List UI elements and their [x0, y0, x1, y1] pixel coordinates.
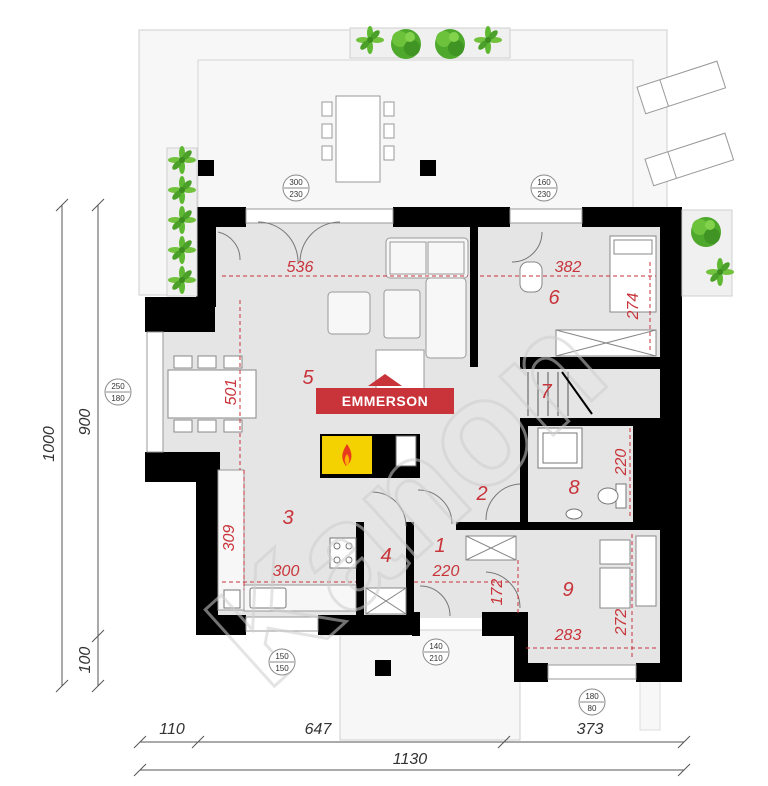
room-number-8: 8 — [568, 477, 579, 499]
room-number-9: 9 — [562, 579, 573, 601]
room-dim-room9-depth: 272 — [613, 609, 630, 637]
opening-tags: 300 230 160 230 250 180 140 210 150 150 — [104, 174, 606, 716]
opening-tag-bottom: 230 — [289, 190, 303, 199]
armchair-icon — [327, 289, 425, 391]
plant-icon — [166, 26, 734, 297]
opening-tag-top: 160 — [537, 178, 551, 187]
room-number-6: 6 — [548, 287, 560, 309]
dim-left-main: 900 — [77, 409, 94, 436]
stove-icon — [329, 537, 357, 569]
door-swings — [217, 221, 543, 617]
room-labels: 1 2 3 4 5 6 7 8 9 — [282, 287, 579, 601]
outdoor-dining-table-icon — [321, 95, 395, 183]
room-dim-kitchen-width: 300 — [273, 563, 300, 580]
walls — [145, 207, 682, 682]
opening-tag: 300 230 — [282, 174, 310, 202]
room-dim-room9-width: 283 — [554, 627, 582, 644]
room-number-1: 1 — [434, 535, 445, 557]
opening-tag: 140 210 — [422, 638, 450, 666]
room-dim-hall-depth: 172 — [489, 579, 506, 606]
dim-left-bottom: 100 — [77, 647, 94, 674]
fireplace-icon — [322, 435, 417, 474]
room-dim-hall-width: 220 — [432, 563, 460, 580]
built-in-wardrobe — [365, 329, 657, 615]
opening-tag: 150 150 — [268, 648, 296, 676]
dining-table-icon — [167, 355, 257, 433]
opening-tag-bottom: 80 — [588, 704, 597, 713]
room-dim-living-depth: 501 — [223, 379, 240, 406]
room-dim-bedroom-width: 382 — [555, 259, 582, 276]
sofa-icon — [385, 237, 469, 359]
opening-tag-bottom: 180 — [111, 394, 125, 403]
bathtub-icon — [537, 427, 583, 469]
sunlounger-icon — [636, 60, 735, 187]
room-number-7: 7 — [540, 381, 552, 403]
dim-bottom-mid: 647 — [305, 721, 333, 738]
opening-tag: 250 180 — [104, 378, 132, 406]
opening-tag-top: 150 — [275, 652, 289, 661]
room-number-5: 5 — [302, 367, 314, 389]
opening-tag-top: 250 — [111, 382, 125, 391]
windows — [146, 208, 637, 680]
kitchen-counter — [217, 469, 357, 612]
opening-tag-top: 300 — [289, 178, 303, 187]
terrace-posts — [198, 160, 436, 676]
dim-bottom-right: 373 — [577, 721, 604, 738]
opening-tag: 180 80 — [578, 688, 606, 716]
room-dim-kitchen-depth: 309 — [221, 525, 238, 552]
room-dim-bath-depth: 220 — [613, 449, 630, 477]
toilet-icon — [565, 483, 627, 520]
room-dim-living-width: 536 — [287, 259, 314, 276]
brand-logo: EMMERSON — [316, 374, 454, 414]
room-dimensions: 536 382 274 501 220 309 300 220 172 283 … — [221, 259, 642, 644]
opening-tag-top: 140 — [429, 642, 443, 651]
logo-text: EMMERSON — [342, 393, 428, 409]
bed-icon — [519, 235, 657, 609]
sink-icon — [223, 587, 287, 609]
opening-tag-bottom: 210 — [429, 654, 443, 663]
opening-tag-bottom: 150 — [275, 664, 289, 673]
staircase — [527, 371, 593, 416]
room-number-4: 4 — [380, 545, 391, 567]
room-dimension-lines — [222, 262, 656, 660]
opening-tag: 160 230 — [530, 174, 558, 202]
room-number-2: 2 — [475, 483, 487, 505]
dim-bottom-left: 110 — [159, 721, 185, 738]
outer-dimension-lines — [55, 198, 691, 777]
dim-bottom-total: 1130 — [393, 751, 428, 768]
outer-dimensions: 1000 900 100 110 647 373 1130 — [41, 409, 603, 768]
opening-tag-bottom: 230 — [537, 190, 551, 199]
room-number-3: 3 — [282, 507, 293, 529]
room-dim-bedroom-depth: 274 — [625, 293, 642, 321]
opening-tag-top: 180 — [585, 692, 599, 701]
dim-left-total: 1000 — [41, 426, 58, 462]
